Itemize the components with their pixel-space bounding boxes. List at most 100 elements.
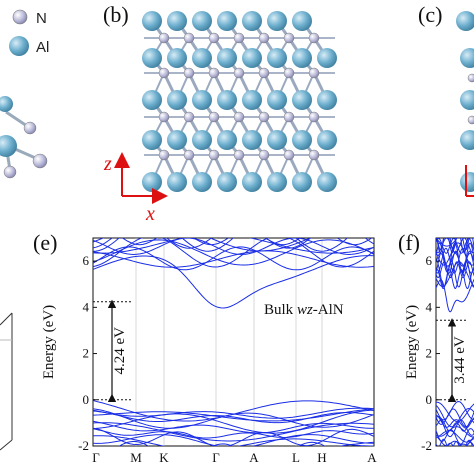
n-atom xyxy=(283,67,295,79)
y-tick-label: -2 xyxy=(78,438,89,453)
conduction-band-line xyxy=(93,238,374,268)
k-point-label: L xyxy=(292,450,300,465)
al-atom xyxy=(217,11,237,31)
y-axis-title: Energy (eV) xyxy=(404,305,420,379)
n-atom xyxy=(308,149,320,161)
conduction-band-line xyxy=(93,239,374,266)
axis-indicator-b: z x xyxy=(103,152,168,225)
al-atom xyxy=(292,11,312,31)
crystal-structure-b xyxy=(142,11,337,192)
k-point-label: A xyxy=(367,450,377,465)
axis-indicator-c xyxy=(465,165,474,197)
valence-band-line xyxy=(436,428,474,445)
al-atom xyxy=(460,90,474,110)
valence-band-line xyxy=(93,408,374,422)
k-point-label: Γ xyxy=(212,450,220,465)
n-atom xyxy=(208,111,220,123)
conduction-band-line xyxy=(93,219,374,230)
valence-band-line xyxy=(93,435,374,446)
al-atom xyxy=(242,48,262,68)
panel-label-b: (b) xyxy=(103,2,129,27)
plot-title: Bulk wz-AlN xyxy=(264,302,344,318)
plot-frame xyxy=(435,237,474,447)
panel-label-f: (f) xyxy=(398,230,420,255)
n-atom xyxy=(258,149,270,161)
al-atom xyxy=(460,48,474,68)
valence-band-line xyxy=(93,434,374,446)
n-atom xyxy=(308,111,320,123)
axis-x-label: x xyxy=(145,203,155,225)
conduction-band-line xyxy=(436,260,474,288)
band-gap-label: 4.24 eV xyxy=(112,327,128,375)
n-atom xyxy=(208,32,220,44)
al-atom xyxy=(317,130,337,150)
al-atom xyxy=(142,90,162,110)
al-atom xyxy=(142,172,162,192)
al-atom xyxy=(192,48,212,68)
panel-label-e: (e) xyxy=(33,230,57,255)
al-atom xyxy=(242,172,262,192)
n-atom xyxy=(233,32,245,44)
conduction-band-line xyxy=(436,242,474,273)
n-atom xyxy=(158,67,170,79)
al-atom xyxy=(267,11,287,31)
n-atom xyxy=(308,67,320,79)
n-atom xyxy=(258,67,270,79)
al-atom xyxy=(317,172,337,192)
valence-band-line xyxy=(93,428,374,439)
conduction-band-line xyxy=(93,238,374,256)
valence-band-line xyxy=(93,427,374,446)
al-atom xyxy=(142,11,162,31)
conduction-band-line xyxy=(436,238,474,254)
al-atom xyxy=(142,48,162,68)
conduction-band-line xyxy=(93,238,312,252)
legend-n-marker xyxy=(12,9,28,25)
y-tick-label: 6 xyxy=(83,253,90,268)
al-atom xyxy=(167,130,187,150)
panel-label-c: (c) xyxy=(418,2,442,27)
valence-band-line xyxy=(446,441,474,446)
valence-band-line xyxy=(93,408,374,429)
al-atom xyxy=(456,11,474,31)
conduction-band-line xyxy=(93,246,374,271)
n-atom xyxy=(467,115,474,125)
n-atom xyxy=(208,149,220,161)
al-atom xyxy=(242,90,262,110)
al-atom xyxy=(267,172,287,192)
y-tick-label: -2 xyxy=(421,438,432,453)
k-point-label: H xyxy=(317,450,326,465)
conduction-band-line xyxy=(121,238,373,246)
n-atom xyxy=(158,32,170,44)
al-atom xyxy=(192,172,212,192)
al-atom xyxy=(292,130,312,150)
al-atom xyxy=(267,90,287,110)
al-atom xyxy=(292,172,312,192)
molecule-fragment xyxy=(0,96,48,179)
conduction-band-line xyxy=(436,247,474,274)
n-atom xyxy=(283,149,295,161)
al-atom xyxy=(167,11,187,31)
al-atom xyxy=(292,48,312,68)
al-atom xyxy=(167,172,187,192)
y-tick-label: 6 xyxy=(426,253,433,268)
legend-al-marker xyxy=(9,36,29,56)
al-atom xyxy=(217,130,237,150)
valence-band-line xyxy=(436,416,474,438)
conduction-band-line xyxy=(436,238,470,251)
al-atom xyxy=(192,90,212,110)
al-atom xyxy=(317,48,337,68)
y-tick-label: 0 xyxy=(83,392,90,407)
n-atom xyxy=(467,73,474,83)
n-atom xyxy=(183,149,195,161)
al-atom xyxy=(460,130,474,150)
conduction-band-line xyxy=(436,238,458,247)
n-atom xyxy=(233,111,245,123)
y-axis-title: Energy (eV) xyxy=(41,305,57,379)
conduction-band-line xyxy=(93,238,374,254)
al-atom xyxy=(242,130,262,150)
y-tick-label: 2 xyxy=(426,346,433,361)
y-tick-label: 2 xyxy=(83,346,90,361)
conduction-band-line xyxy=(93,206,374,237)
k-point-label: K xyxy=(159,450,169,465)
